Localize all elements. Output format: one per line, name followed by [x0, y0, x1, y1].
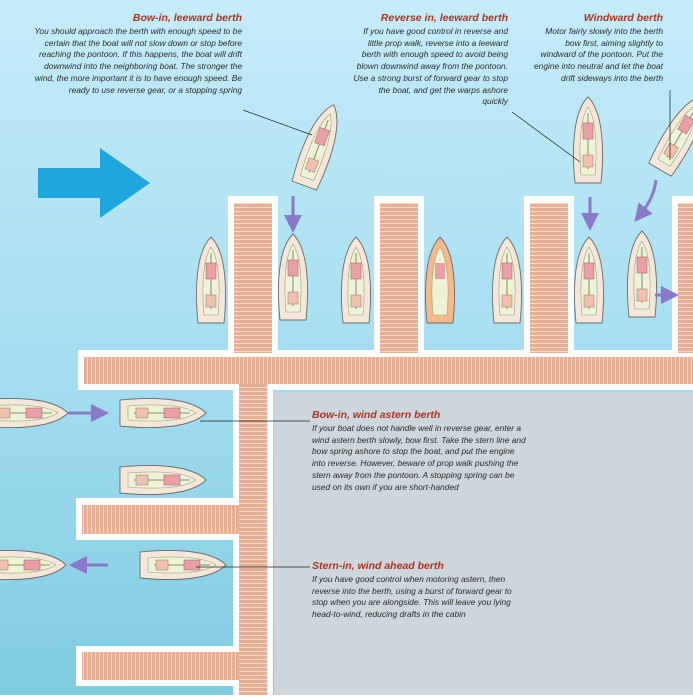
main-pontoon: [84, 357, 693, 384]
caption-title: Stern-in, wind ahead berth: [312, 560, 444, 572]
finger-pontoon-3: [530, 203, 568, 353]
wind-arrow: [38, 148, 150, 218]
caption-title: Bow-in, leeward berth: [132, 12, 242, 24]
movement-arrows: [68, 179, 679, 574]
caption-title: Windward berth: [583, 12, 663, 24]
caption-title: Bow-in, wind astern berth: [312, 409, 441, 421]
caption-bow-in-leeward: Bow-in, leeward berth You should approac…: [30, 12, 242, 96]
side-pontoon-2: [82, 652, 239, 680]
caption-body: If your boat does not handle well in rev…: [312, 423, 526, 492]
finger-pontoon-2: [380, 203, 418, 353]
caption-body: Motor fairly slowly into the berth bow f…: [534, 26, 663, 83]
caption-bow-in-wind-astern: Bow-in, wind astern berth If your boat d…: [312, 409, 530, 493]
caption-body: If you have good control in reverse and …: [353, 26, 508, 107]
finger-pontoon-1: [234, 203, 272, 353]
finger-pontoon-4: [678, 203, 693, 353]
side-pontoon-1: [82, 505, 239, 534]
caption-stern-in-wind-ahead: Stern-in, wind ahead berth If you have g…: [312, 560, 512, 621]
boat-moored-orange: [425, 236, 455, 324]
caption-body: You should approach the berth with enoug…: [34, 26, 242, 95]
caption-windward: Windward berth Motor fairly slowly into …: [528, 12, 663, 85]
shore-area: [274, 392, 693, 695]
caption-reverse-in-leeward: Reverse in, leeward berth If you have go…: [352, 12, 508, 108]
caption-body: If you have good control when motoring a…: [312, 574, 512, 620]
leader-lines: [196, 90, 671, 568]
caption-title: Reverse in, leeward berth: [380, 12, 508, 24]
walkway: [239, 384, 267, 695]
